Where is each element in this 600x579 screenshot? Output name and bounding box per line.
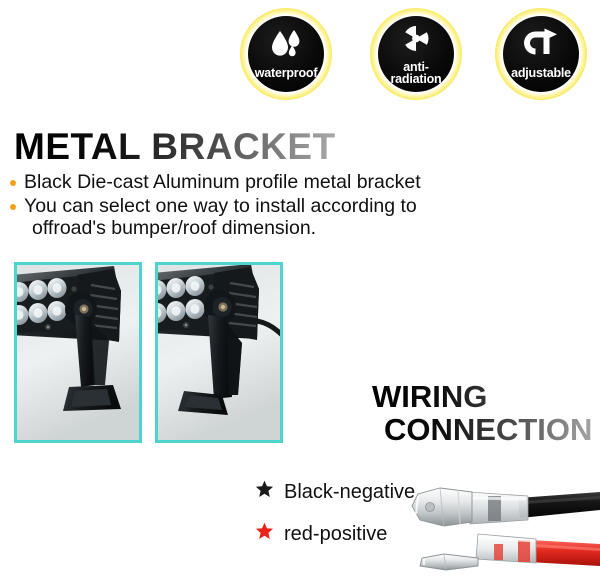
badge-disc: anti-radiation [378, 16, 454, 92]
bracket-photo-right [155, 262, 283, 443]
star-icon-red [255, 522, 274, 546]
feature-item: You can select one way to install accord… [8, 194, 478, 240]
badge-disc: adjustable [503, 16, 579, 92]
wiring-title-line1: WIRING [372, 379, 488, 414]
wiring-entry-black-negative: Black-negative [255, 480, 415, 504]
badge-anti-radiation: anti-radiation [370, 8, 462, 100]
water-drops-icon [269, 29, 303, 64]
feature-item: Black Die-cast Aluminum profile metal br… [8, 171, 478, 194]
feature-badge-row: waterproof anti-radiation [230, 0, 600, 110]
bullet-dot-icon [10, 203, 16, 210]
badge-label-anti-radiation: anti-radiation [390, 59, 442, 86]
wiring-connection-title: WIRING CONNECTION [372, 380, 597, 446]
radiation-trefoil-icon [400, 23, 432, 59]
wiring-label-black-negative: Black-negative [284, 480, 416, 503]
wiring-label-red-positive: red-positive [284, 522, 388, 545]
badge-adjustable: adjustable [495, 8, 587, 100]
wire-connector-photo [400, 462, 600, 574]
wiring-title-line2: CONNECTION [384, 412, 593, 448]
rotate-arrow-icon [524, 28, 558, 63]
bullet-dot-icon [10, 180, 16, 186]
badge-disc: waterproof [248, 16, 324, 92]
star-icon-black [255, 480, 274, 504]
badge-label-adjustable: adjustable [511, 66, 571, 81]
wiring-entry-red-positive: red-positive [255, 522, 387, 546]
metal-bracket-feature-list: Black Die-cast Aluminum profile metal br… [8, 171, 478, 241]
badge-label-waterproof: waterproof [254, 65, 318, 80]
feature-text: Black Die-cast Aluminum profile metal br… [24, 171, 421, 193]
badge-waterproof: waterproof [240, 8, 332, 100]
feature-text-line2: offroad's bumper/roof dimension. [32, 216, 317, 239]
metal-bracket-title: METAL BRACKET [14, 126, 336, 167]
bracket-photo-left [14, 262, 142, 443]
feature-text: You can select one way to install accord… [24, 194, 417, 217]
